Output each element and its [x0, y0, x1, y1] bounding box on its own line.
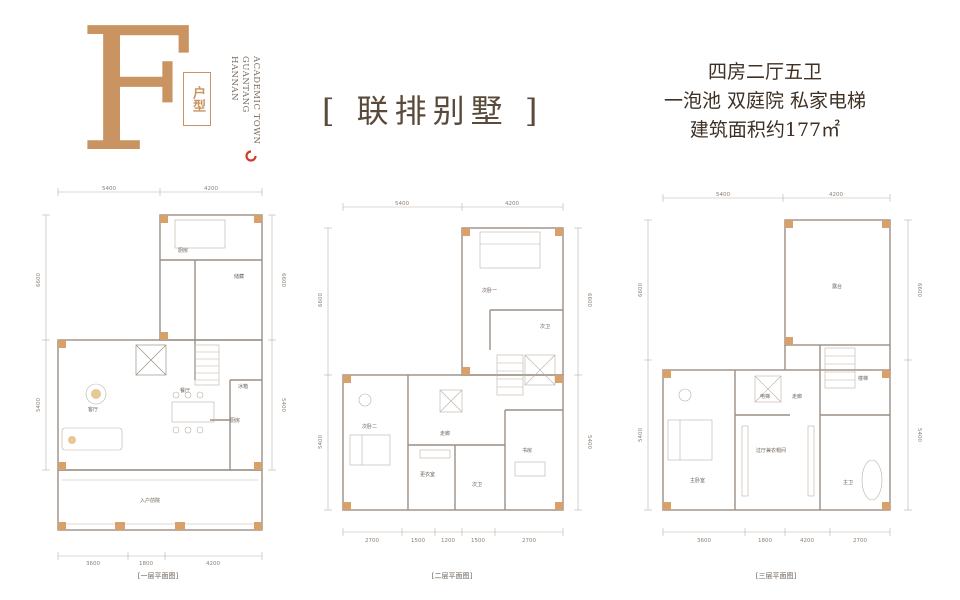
f2-room-corridor: 走廊 — [440, 430, 450, 437]
f1-dim-right-2: 5400 — [280, 398, 286, 412]
f2-room-closet: 更衣室 — [420, 471, 435, 478]
f2-dim-left-1: 6600 — [318, 293, 324, 307]
f3-room-walk-in: 过厅兼衣帽间 — [756, 447, 786, 454]
unit-info: 四房二厅五卫 一泡池 双庭院 私家电梯 建筑面积约177㎡ — [655, 58, 875, 145]
f1-dim-left-2: 5400 — [36, 398, 42, 412]
f3-dim-top-2: 4200 — [829, 192, 843, 198]
f2-caption: [二层平面图] — [432, 572, 473, 580]
unit-info-area: 建筑面积约177㎡ — [689, 119, 841, 141]
f1-room-kitchen-top: 厨房 — [178, 247, 188, 254]
f2-dim-bottom-4: 1500 — [471, 538, 485, 544]
f2-room-bath2: 次卫 — [472, 481, 482, 488]
floor-plan-1: 5400 4200 3600 1800 4200 6600 5400 6600 … — [36, 186, 286, 580]
f3-dim-bottom-4: 2700 — [853, 538, 867, 544]
header: F 户型 HANNAN GUANTANG ACADEMIC TOWN [ 联排别… — [0, 0, 960, 180]
f1-dim-left-1: 6600 — [36, 273, 42, 287]
f2-room-bath1: 次卫 — [540, 323, 550, 330]
f1-room-dining: 餐厅 — [180, 387, 190, 394]
f1-caption: [一层平面图] — [138, 572, 179, 580]
floor-plan-2: 5400 4200 2700 1500 1200 1500 2700 6600 … — [318, 201, 592, 580]
brand-line-1: HANNAN — [229, 56, 239, 102]
f3-dim-right-1: 6600 — [916, 283, 922, 297]
f1-dim-bottom-1: 3600 — [86, 561, 100, 567]
f3-room-master-bath: 主卫 — [843, 479, 853, 486]
f3-room-corridor: 走廊 — [792, 393, 802, 400]
f3-room-stairs: 楼梯 — [858, 375, 868, 382]
f3-dim-top-1: 5400 — [716, 192, 730, 198]
f2-room-bedroom2: 次卧二 — [362, 423, 377, 430]
f3-dim-bottom-1: 3600 — [697, 538, 711, 544]
f2-dim-top-2: 4200 — [505, 201, 519, 207]
f3-dim-bottom-2: 1800 — [758, 538, 772, 544]
f1-room-living: 客厅 — [88, 406, 98, 413]
brand-line-2: GUANTANG — [240, 56, 250, 113]
f3-room-master-bedroom: 主卧室 — [690, 477, 705, 484]
floor-plans: 5400 4200 3600 1800 4200 6600 5400 6600 … — [36, 186, 922, 580]
unit-type-letter: F — [78, 0, 196, 190]
f2-dim-bottom-3: 1200 — [441, 538, 455, 544]
f1-room-kitchen: 厨房 — [230, 417, 240, 424]
f1-room-front-yard: 入户前院 — [140, 497, 160, 504]
f2-dim-right-2: 5400 — [586, 435, 592, 449]
f2-dim-top-1: 5400 — [395, 201, 409, 207]
f3-dim-right-2: 5400 — [916, 428, 922, 442]
f1-dim-top-2: 4200 — [204, 186, 218, 192]
floor-plan-3: 5400 4200 3600 1800 4200 2700 6600 5400 … — [638, 192, 922, 580]
f1-dim-top-1: 5400 — [102, 186, 116, 192]
f1-dim-right-1: 6600 — [280, 273, 286, 287]
unit-type-label: 户型 — [183, 72, 211, 126]
f2-dim-left-2: 5400 — [318, 435, 324, 449]
f2-dim-bottom-1: 2700 — [365, 538, 379, 544]
f3-room-terrace: 露台 — [832, 283, 842, 290]
page-title: [ 联排别墅 ] — [322, 92, 544, 130]
brand-line-3: ACADEMIC TOWN — [251, 56, 261, 145]
unit-info-rooms: 四房二厅五卫 — [707, 61, 822, 83]
f1-room-storage: 储藏 — [234, 273, 244, 280]
f2-dim-bottom-2: 1500 — [411, 538, 425, 544]
f1-room-fridge: 冰箱 — [238, 383, 248, 390]
brand-logo-icon — [245, 150, 257, 162]
f3-room-elevator: 电梯 — [760, 393, 770, 400]
f2-dim-bottom-5: 2700 — [522, 538, 536, 544]
f3-caption: [三层平面图] — [756, 572, 797, 580]
f3-dim-left-1: 6600 — [638, 283, 644, 297]
f3-dim-left-2: 5400 — [638, 428, 644, 442]
f1-dim-bottom-2: 1800 — [139, 561, 153, 567]
f2-room-study: 书房 — [522, 447, 532, 454]
f2-room-bedroom1: 次卧一 — [482, 287, 497, 294]
f2-dim-right-1: 6600 — [586, 293, 592, 307]
f1-dim-bottom-3: 4200 — [206, 561, 220, 567]
f3-dim-bottom-3: 4200 — [800, 538, 814, 544]
unit-info-features: 一泡池 双庭院 私家电梯 — [663, 90, 867, 112]
